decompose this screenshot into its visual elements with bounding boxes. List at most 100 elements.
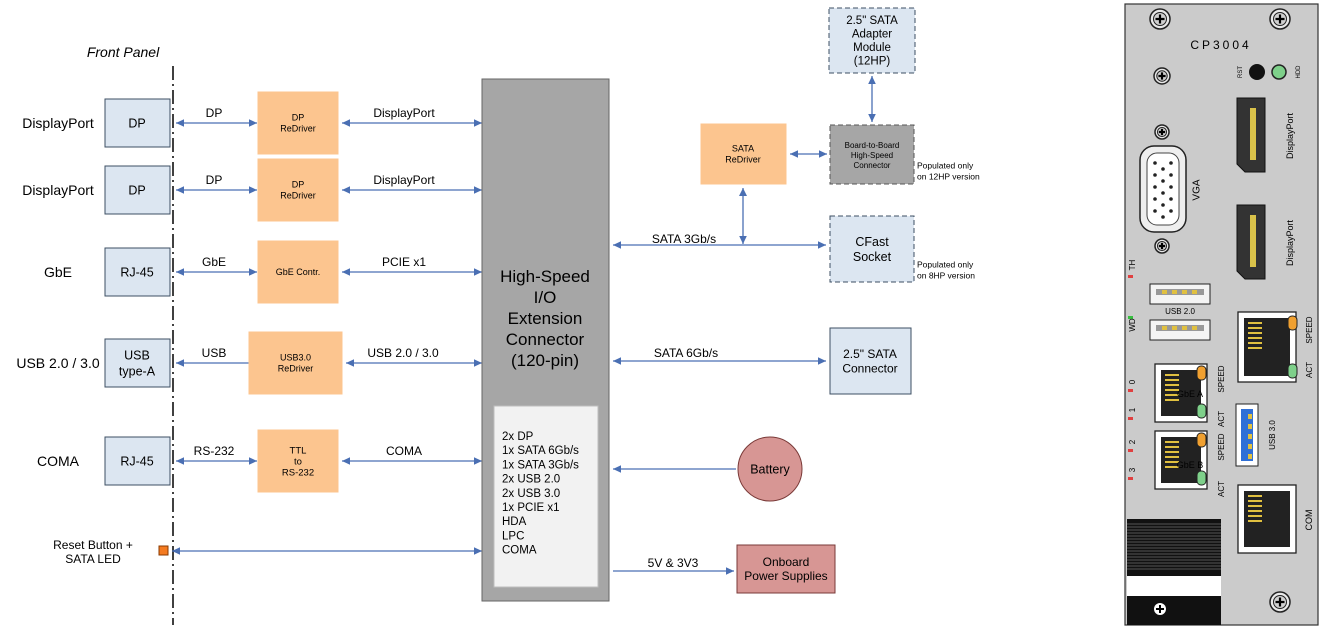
svg-text:GbE B: GbE B (1177, 460, 1204, 470)
front-panel-drawing (1124, 3, 1319, 626)
reset-label: Reset Button +SATA LED (53, 538, 133, 566)
svg-text:COM: COM (1304, 510, 1314, 531)
svg-text:0: 0 (1128, 379, 1137, 384)
panel-usb30-label: USB 3.0 (1268, 420, 1277, 450)
link-label-right-2: PCIE x1 (382, 255, 426, 269)
svg-text:DisplayPort: DisplayPort (373, 106, 435, 120)
usb2-port-icon (1149, 283, 1211, 305)
hdd-led-icon (1271, 64, 1287, 80)
svg-text:WD: WD (1128, 318, 1137, 332)
battery-arrow (613, 465, 736, 473)
svg-text:SATA 6Gb/s: SATA 6Gb/s (654, 346, 718, 360)
link-arrow-left-2 (176, 268, 257, 276)
panel-vga-label: VGA (1192, 179, 1203, 200)
main-feature-item: COMA (502, 545, 537, 557)
wd-led-icon (1128, 316, 1133, 319)
svg-text:GbE A: GbE A (1177, 389, 1203, 399)
svg-text:GbE Contr.: GbE Contr. (276, 267, 321, 277)
vga-screw-icon (1154, 238, 1170, 254)
svg-text:DisplayPort: DisplayPort (22, 182, 94, 198)
speed-led-icon (1287, 315, 1298, 331)
svg-text:DisplayPort: DisplayPort (1285, 112, 1295, 159)
main-feature-item: 1x SATA 3Gb/s (502, 459, 579, 471)
panel-act-label-a: ACT (1217, 411, 1226, 427)
connector-box-0 (104, 98, 171, 148)
svg-text:DP: DP (206, 173, 223, 187)
link-label-left-3: USB (202, 346, 227, 360)
ethernet-port-icon (1237, 311, 1297, 383)
chip-box-0 (257, 91, 339, 155)
reset-led-square (158, 545, 169, 556)
svg-text:DP: DP (128, 183, 145, 197)
panel-displayport-label-0: DisplayPort (1285, 112, 1295, 159)
svg-text:ACT: ACT (1305, 362, 1314, 378)
link-label-right-3: USB 2.0 / 3.0 (367, 346, 439, 360)
board-to-board-box (829, 124, 915, 185)
usb2-port-icon (1149, 319, 1211, 341)
panel-led-num-0: 0 (1128, 379, 1137, 384)
svg-text:PCIE x1: PCIE x1 (382, 255, 426, 269)
panel-com-label: COM (1304, 510, 1314, 531)
power-link-label: 5V & 3V3 (648, 556, 699, 570)
panel-speed-label-r: SPEED (1305, 316, 1314, 343)
svg-text:Battery: Battery (750, 462, 790, 476)
svg-text:USB: USB (202, 346, 227, 360)
svg-text:3: 3 (1128, 467, 1137, 472)
redriver-b2b-arrow (790, 150, 827, 158)
sata6-arrow (613, 357, 826, 365)
link-label-right-0: DisplayPort (373, 106, 435, 120)
connector-label-1: DP (128, 183, 145, 197)
th-led-icon (1128, 275, 1133, 278)
connector-box-1 (104, 165, 171, 215)
svg-text:RST: RST (1238, 66, 1244, 78)
svg-text:GbE: GbE (202, 255, 226, 269)
power-supplies-box (736, 544, 836, 594)
link-label-left-1: DP (206, 173, 223, 187)
svg-text:VGA: VGA (1192, 179, 1203, 200)
connector-box-2 (104, 247, 171, 297)
panel-th-label: TH (1128, 259, 1137, 270)
link-label-right-4: COMA (386, 444, 422, 458)
connector-box-4 (104, 436, 171, 486)
sata3-arrow (613, 241, 826, 249)
reset-arrow (172, 547, 482, 555)
svg-text:COMA: COMA (37, 453, 80, 469)
chip-box-3 (248, 331, 343, 395)
panel-speed-label-a: SPEED (1217, 365, 1226, 392)
svg-text:RS-232: RS-232 (194, 444, 235, 458)
svg-text:SATA 3Gb/s: SATA 3Gb/s (652, 232, 716, 246)
act-led-icon (1196, 470, 1207, 486)
link-arrow-left-4 (176, 457, 257, 465)
row-label-3: USB 2.0 / 3.0 (16, 355, 99, 371)
svg-text:DisplayPort: DisplayPort (22, 115, 94, 131)
row-label-4: COMA (37, 453, 80, 469)
svg-text:RJ-45: RJ-45 (120, 454, 153, 468)
svg-text:5V & 3V3: 5V & 3V3 (648, 556, 699, 570)
panel-hdd-label: HDD (1296, 65, 1302, 79)
sata6-label: SATA 6Gb/s (654, 346, 718, 360)
panel-title: CP3004 (1190, 38, 1248, 52)
sata-adapter-box (828, 7, 916, 74)
panel-screw-icon (1269, 8, 1291, 30)
panel-displayport-label-1: DisplayPort (1285, 219, 1295, 266)
svg-text:COMA: COMA (386, 444, 422, 458)
svg-text:ACT: ACT (1217, 411, 1226, 427)
panel-screw-icon (1149, 8, 1171, 30)
link-arrow-left-1 (176, 186, 257, 194)
row-label-0: DisplayPort (22, 115, 94, 131)
